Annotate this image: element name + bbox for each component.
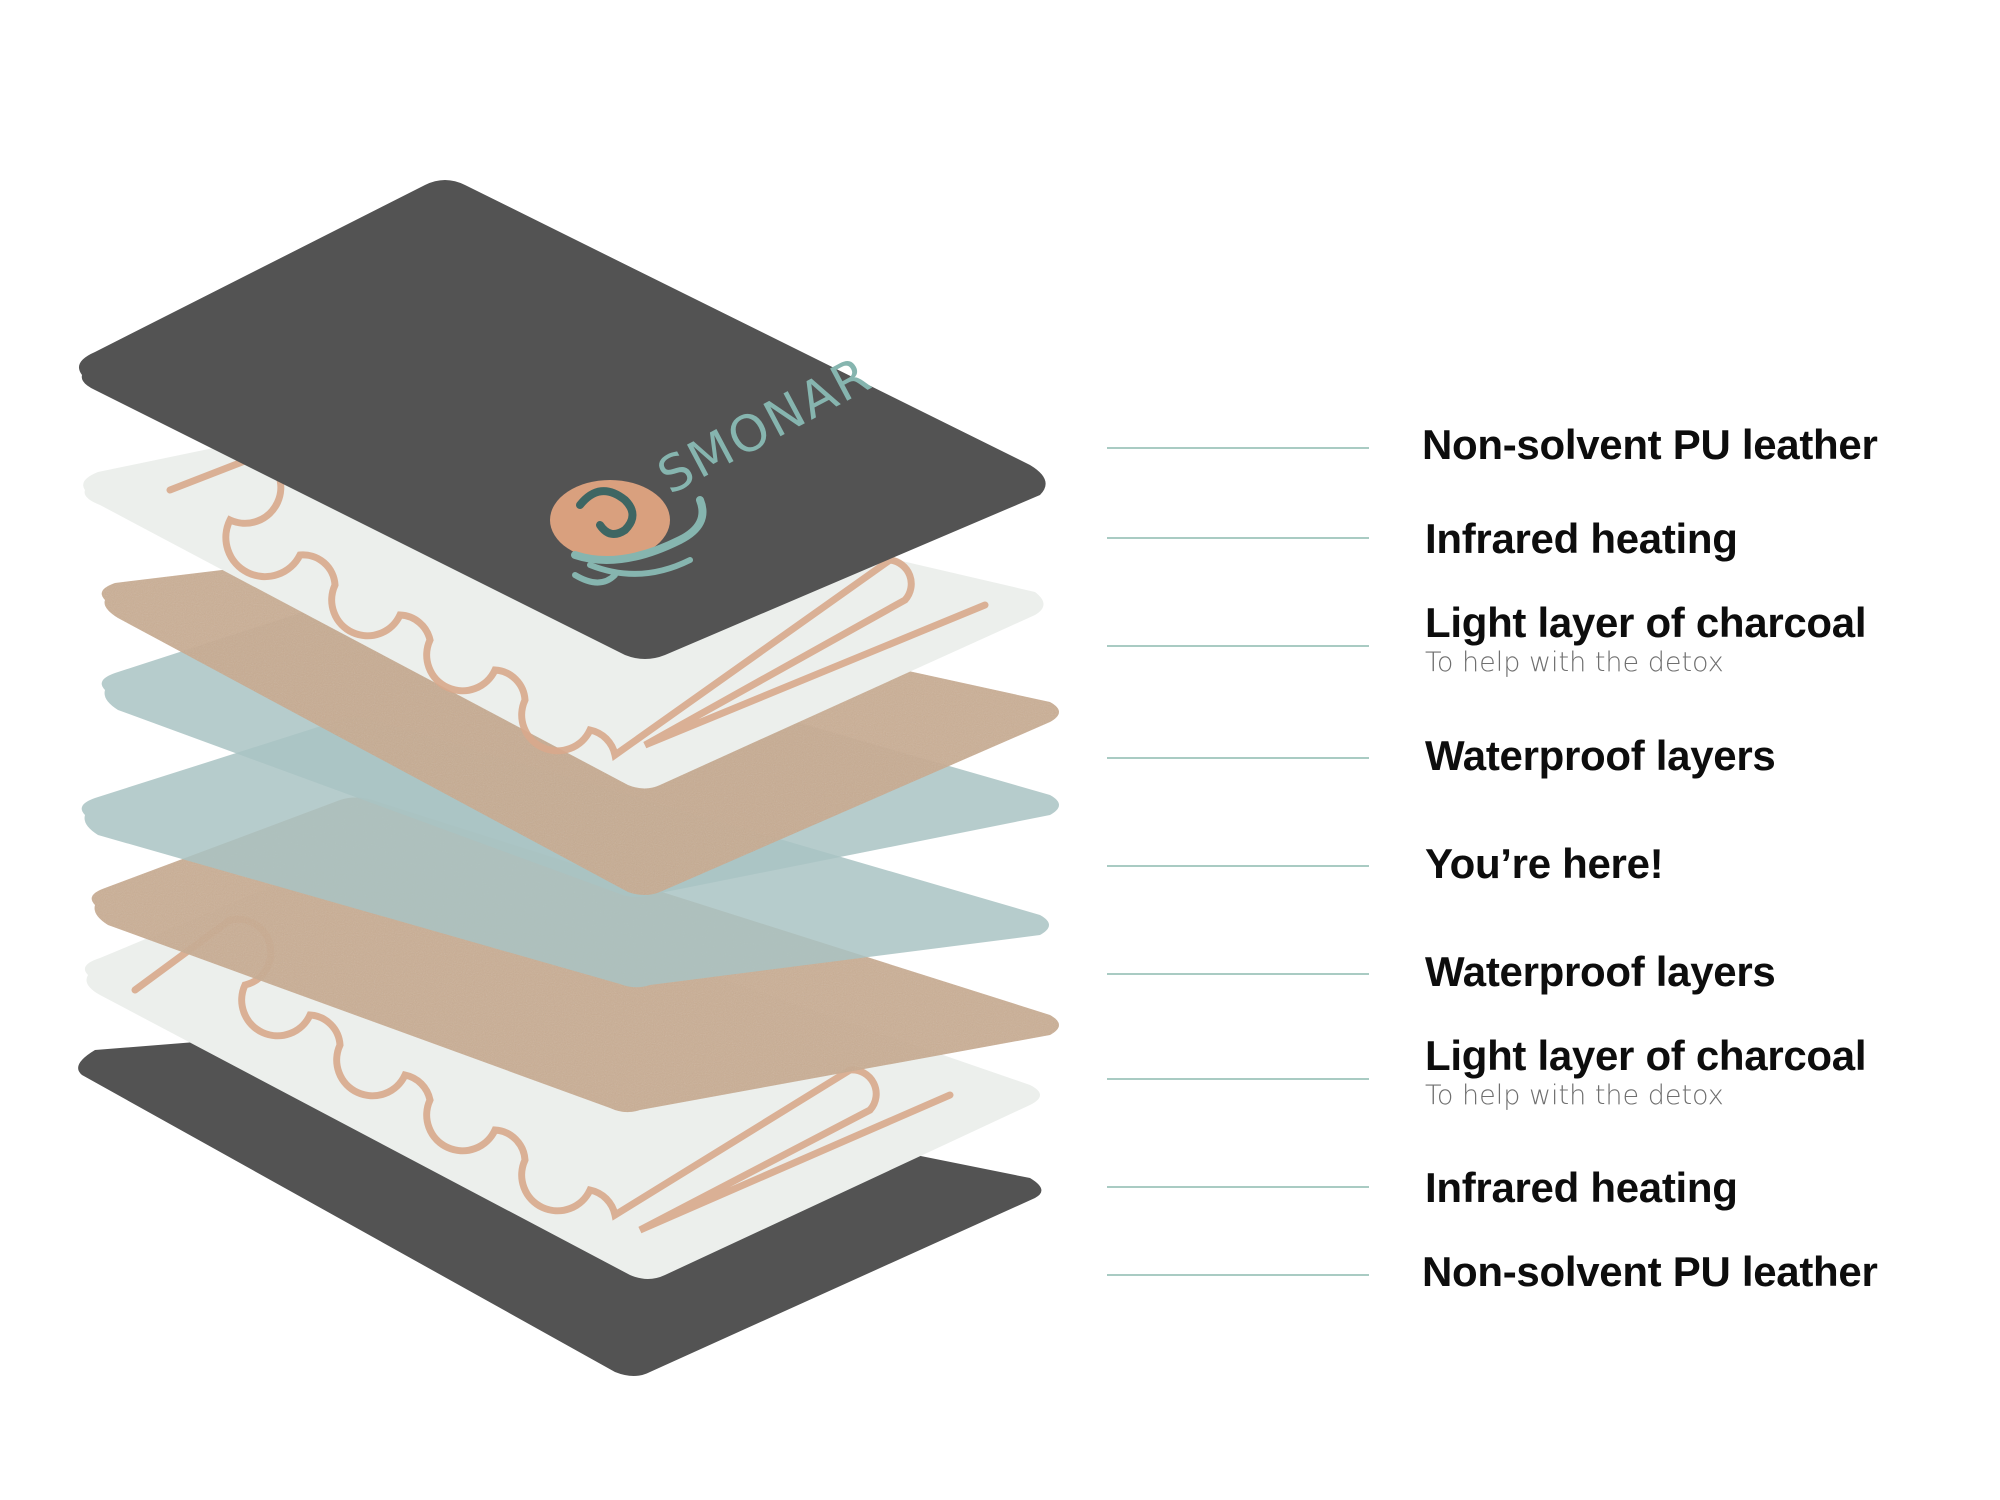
layer-label-title: Light layer of charcoal [1425, 599, 1867, 646]
leader-line [1107, 447, 1369, 449]
layer-label-title: Infrared heating [1425, 515, 1738, 562]
layer-label-title: Waterproof layers [1425, 948, 1776, 995]
leader-line [1107, 757, 1369, 759]
leader-line [1107, 865, 1369, 867]
layer-label-title: Infrared heating [1425, 1164, 1738, 1211]
smonar-swirl-logo-icon [550, 480, 707, 586]
layer-label: Light layer of charcoal To help with the… [1425, 599, 1867, 678]
layer-label: Waterproof layers [1425, 732, 1776, 779]
layer-label: Infrared heating [1425, 1165, 1738, 1211]
layer-label-title: Non-solvent PU leather [1422, 421, 1878, 468]
layer-label-title: Non-solvent PU leather [1422, 1248, 1878, 1295]
layer-label-subtitle: To help with the detox [1425, 647, 1724, 678]
heating-wire-bottom-icon [131, 915, 954, 1234]
leader-line [1107, 1078, 1369, 1080]
leader-line [1107, 973, 1369, 975]
layer-label-title: Waterproof layers [1425, 732, 1776, 779]
leader-line [1107, 1274, 1369, 1276]
leader-line [1107, 537, 1369, 539]
leader-line [1107, 645, 1369, 647]
layer-label: Light layer of charcoal To help with the… [1425, 1032, 1867, 1111]
layer-label: Non-solvent PU leather [1422, 421, 1878, 468]
layer-top-leather: SMONAR [78, 180, 1046, 659]
layer-label: Non-solvent PU leather [1422, 1248, 1878, 1295]
layer-label: Infrared heating [1425, 516, 1738, 562]
layer-label-title: Light layer of charcoal [1425, 1032, 1867, 1079]
leader-line [1107, 1186, 1369, 1188]
layer-label: You’re here! [1425, 840, 1664, 887]
heating-wire-top-icon [166, 451, 989, 761]
layer-label-title: You’re here! [1425, 840, 1664, 887]
layer-label: Waterproof layers [1425, 948, 1776, 995]
layer-label-subtitle: To help with the detox [1425, 1080, 1724, 1111]
